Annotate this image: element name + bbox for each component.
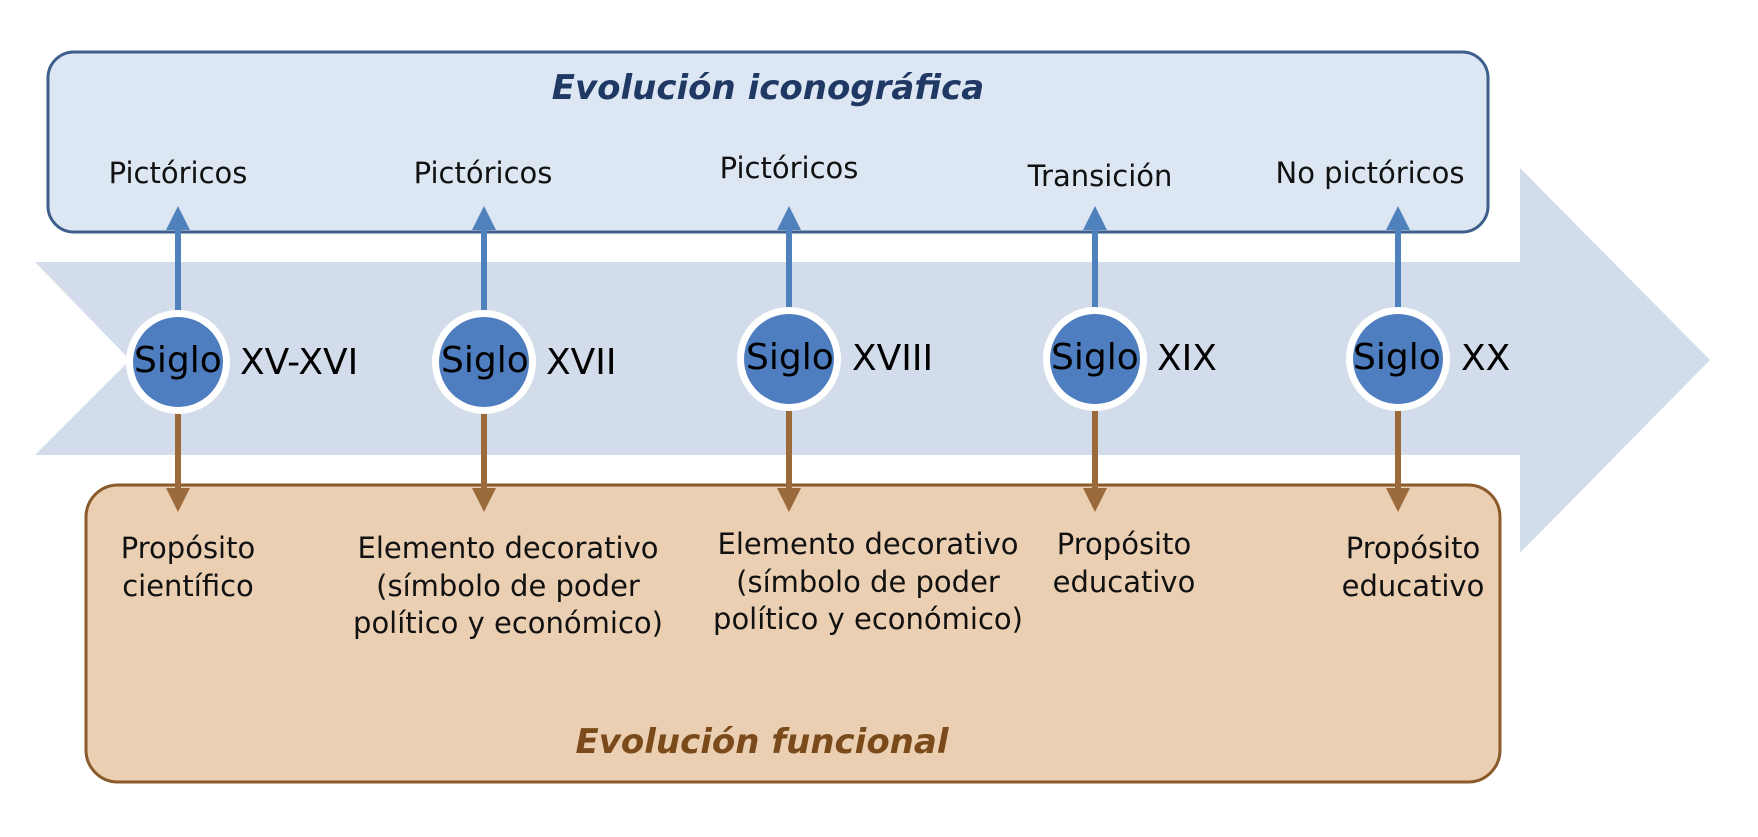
siglo-label-4: Siglo (1051, 337, 1139, 378)
era-label-1: XV-XVI (240, 342, 359, 383)
siglo-label-1: Siglo (134, 340, 222, 381)
iconographic-title: Evolución iconográfica (551, 68, 985, 108)
functional-label-5-line-2: educativo (1341, 568, 1485, 603)
era-label-4: XIX (1157, 338, 1217, 379)
functional-label-2: Elemento decorativo (símbolo de poder po… (353, 530, 663, 643)
functional-label-2-line-1: Elemento decorativo (357, 531, 659, 565)
functional-label-2-line-2: (símbolo de poder (376, 568, 640, 603)
era-label-5: XX (1461, 338, 1511, 379)
functional-label-4: Propósito educativo (1053, 526, 1196, 601)
functional-box (84, 483, 1502, 784)
iconographic-label-3: Pictóricos (719, 151, 859, 185)
functional-label-3-line-1: Elemento decorativo (717, 527, 1019, 561)
functional-label-1-line-1: Propósito (120, 531, 256, 565)
siglo-label-3: Siglo (746, 337, 834, 378)
functional-label-3: Elemento decorativo (símbolo de poder po… (713, 526, 1023, 639)
functional-label-3-line-3: político y económico) (713, 602, 1023, 637)
functional-label-2-line-3: político y económico) (353, 606, 663, 641)
timeline-node-4 (1050, 314, 1140, 404)
functional-label-3-line-2: (símbolo de poder (736, 564, 1000, 599)
timeline-node-1 (133, 317, 223, 407)
functional-label-1-line-2: científico (122, 568, 254, 603)
functional-label-1: Propósito científico (121, 530, 255, 605)
functional-label-5: Propósito educativo (1342, 530, 1485, 605)
functional-title: Evolución funcional (575, 722, 949, 762)
iconographic-label-2: Pictóricos (413, 156, 553, 190)
timeline-node-2 (439, 317, 529, 407)
functional-label-4-line-1: Propósito (1056, 527, 1192, 561)
era-label-2: XVII (546, 342, 617, 383)
siglo-label-5: Siglo (1353, 337, 1441, 378)
iconographic-label-1: Pictóricos (108, 156, 248, 190)
timeline-node-3 (744, 314, 834, 404)
siglo-label-2: Siglo (441, 340, 529, 381)
functional-label-4-line-2: educativo (1052, 564, 1196, 599)
iconographic-label-5: No pictóricos (1275, 156, 1465, 190)
iconographic-label-4: Transición (1027, 159, 1173, 193)
timeline-arrow-band (35, 168, 1710, 553)
era-label-3: XVIII (852, 338, 934, 379)
timeline-node-5 (1353, 314, 1443, 404)
iconographic-box (46, 50, 1490, 234)
functional-label-5-line-1: Propósito (1345, 531, 1481, 565)
